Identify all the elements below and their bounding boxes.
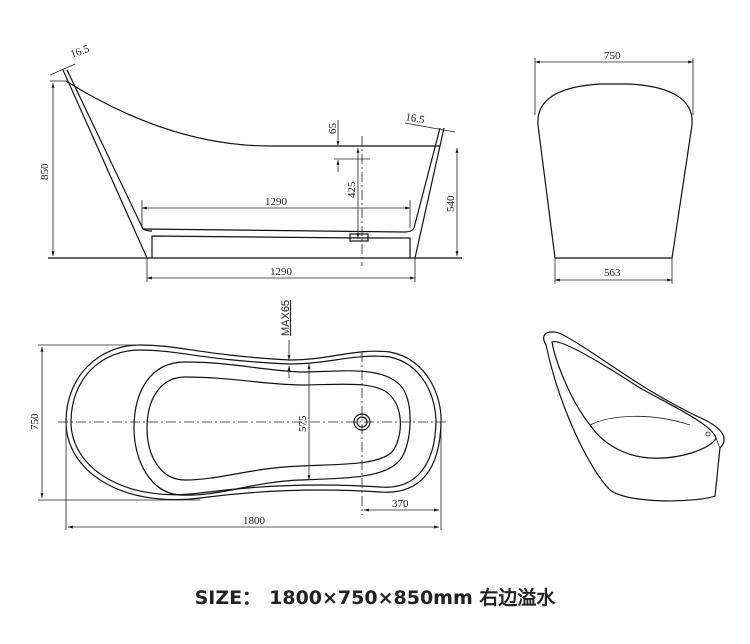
rim-height-label: 540 [445,195,457,212]
base-width-label: 563 [604,267,621,279]
rim-left-label: 16.5 [69,43,92,61]
width-label: 750 [29,413,41,430]
top-view: 750 1800 370 575 MAX65 [29,300,448,530]
end-view: 750 563 [534,50,694,284]
overflow-offset-label: 65 [327,123,339,135]
overall-height-label: 850 [39,163,51,180]
max-rim-label: MAX65 [280,300,292,336]
length-label: 1800 [243,515,266,527]
size-caption: SIZE： 1800×750×850mm 右边溢水 [0,583,750,610]
drain-offset-label: 370 [392,498,409,510]
top-width-label: 750 [604,50,621,62]
perspective-view [543,331,725,502]
inner-width-label: 575 [297,415,309,432]
rim-right-label: 16.5 [404,111,426,126]
inner-length-label: 1290 [265,196,288,208]
base-length-label: 1290 [270,266,293,278]
overflow-drain-label: 425 [346,181,358,198]
side-view: 850 540 1290 1290 425 65 16.5 16.5 [39,43,462,282]
size-label: SIZE： [194,587,262,609]
size-value: 1800×750×850mm 右边溢水 [269,587,556,609]
